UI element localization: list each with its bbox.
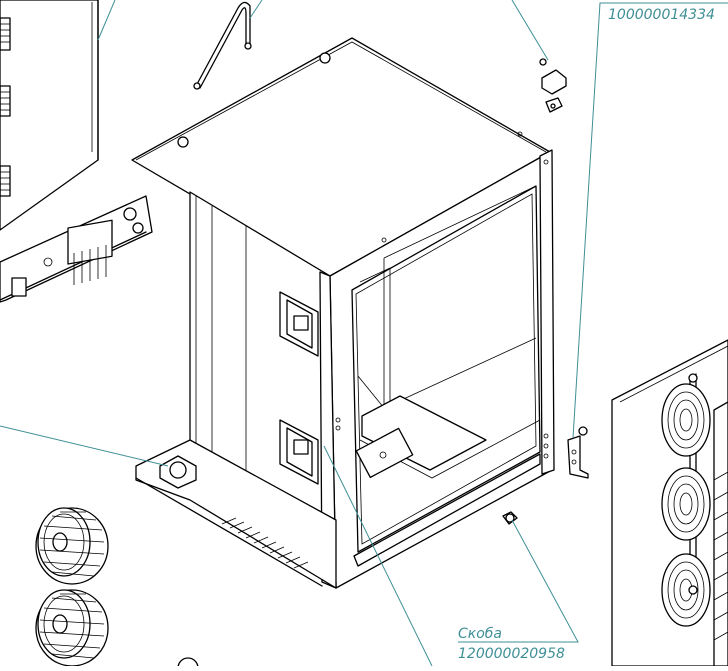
hinge-bracket: [567, 426, 589, 479]
bent-tube: [193, 1, 252, 90]
top-right-bracket: [539, 58, 567, 113]
left-side-panel: [0, 0, 99, 231]
heating-coil-icon: [661, 553, 711, 627]
control-board: [0, 195, 153, 303]
heating-coil-icon: [661, 383, 711, 457]
heating-coil-icon: [661, 467, 711, 541]
fan-wheel-icon: [35, 507, 109, 585]
heating-coil-panel: [611, 339, 728, 667]
callout-name-2: Скоба: [458, 626, 502, 642]
cabinet: [131, 37, 555, 589]
clip-part: [502, 511, 518, 525]
callout-code-1: 100000014334: [608, 7, 715, 23]
callout-code-2: 120000020958: [458, 646, 565, 662]
fan-wheel-icon: [35, 589, 109, 667]
